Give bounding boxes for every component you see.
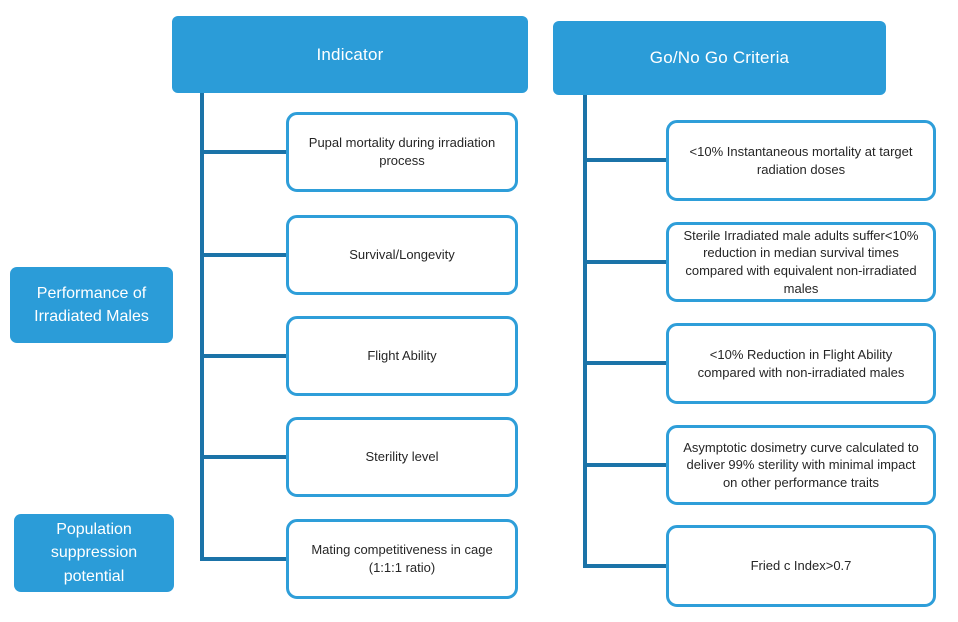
- connector-vertical-criteria: [583, 95, 587, 568]
- row-label-performance-irradiated-males: Performance of Irradiated Males: [10, 267, 173, 343]
- connector-tick: [585, 463, 666, 467]
- connector-tick: [202, 557, 286, 561]
- connector-tick: [585, 564, 666, 568]
- row-label-population-suppression: Population suppression potential: [14, 514, 174, 592]
- connector-tick: [202, 150, 286, 154]
- indicator-item-survival-longevity: Survival/Longevity: [286, 215, 518, 295]
- criteria-item-fried-index: Fried c Index>0.7: [666, 525, 936, 607]
- indicator-item-mating-competitiveness: Mating competitiveness in cage (1:1:1 ra…: [286, 519, 518, 599]
- connector-tick: [202, 354, 286, 358]
- header-go-no-go-criteria: Go/No Go Criteria: [553, 21, 886, 95]
- criteria-item-instantaneous-mortality: <10% Instantaneous mortality at target r…: [666, 120, 936, 201]
- connector-tick: [202, 455, 286, 459]
- indicator-item-sterility-level: Sterility level: [286, 417, 518, 497]
- indicator-item-flight-ability: Flight Ability: [286, 316, 518, 396]
- connector-tick: [585, 260, 666, 264]
- connector-tick: [585, 158, 666, 162]
- connector-tick: [202, 253, 286, 257]
- criteria-item-flight-ability-reduction: <10% Reduction in Flight Ability compare…: [666, 323, 936, 404]
- header-indicator: Indicator: [172, 16, 528, 93]
- criteria-item-asymptotic-dosimetry: Asymptotic dosimetry curve calculated to…: [666, 425, 936, 505]
- criteria-item-median-survival: Sterile Irradiated male adults suffer<10…: [666, 222, 936, 302]
- indicator-item-pupal-mortality: Pupal mortality during irradiation proce…: [286, 112, 518, 192]
- connector-vertical-indicator: [200, 93, 204, 561]
- connector-tick: [585, 361, 666, 365]
